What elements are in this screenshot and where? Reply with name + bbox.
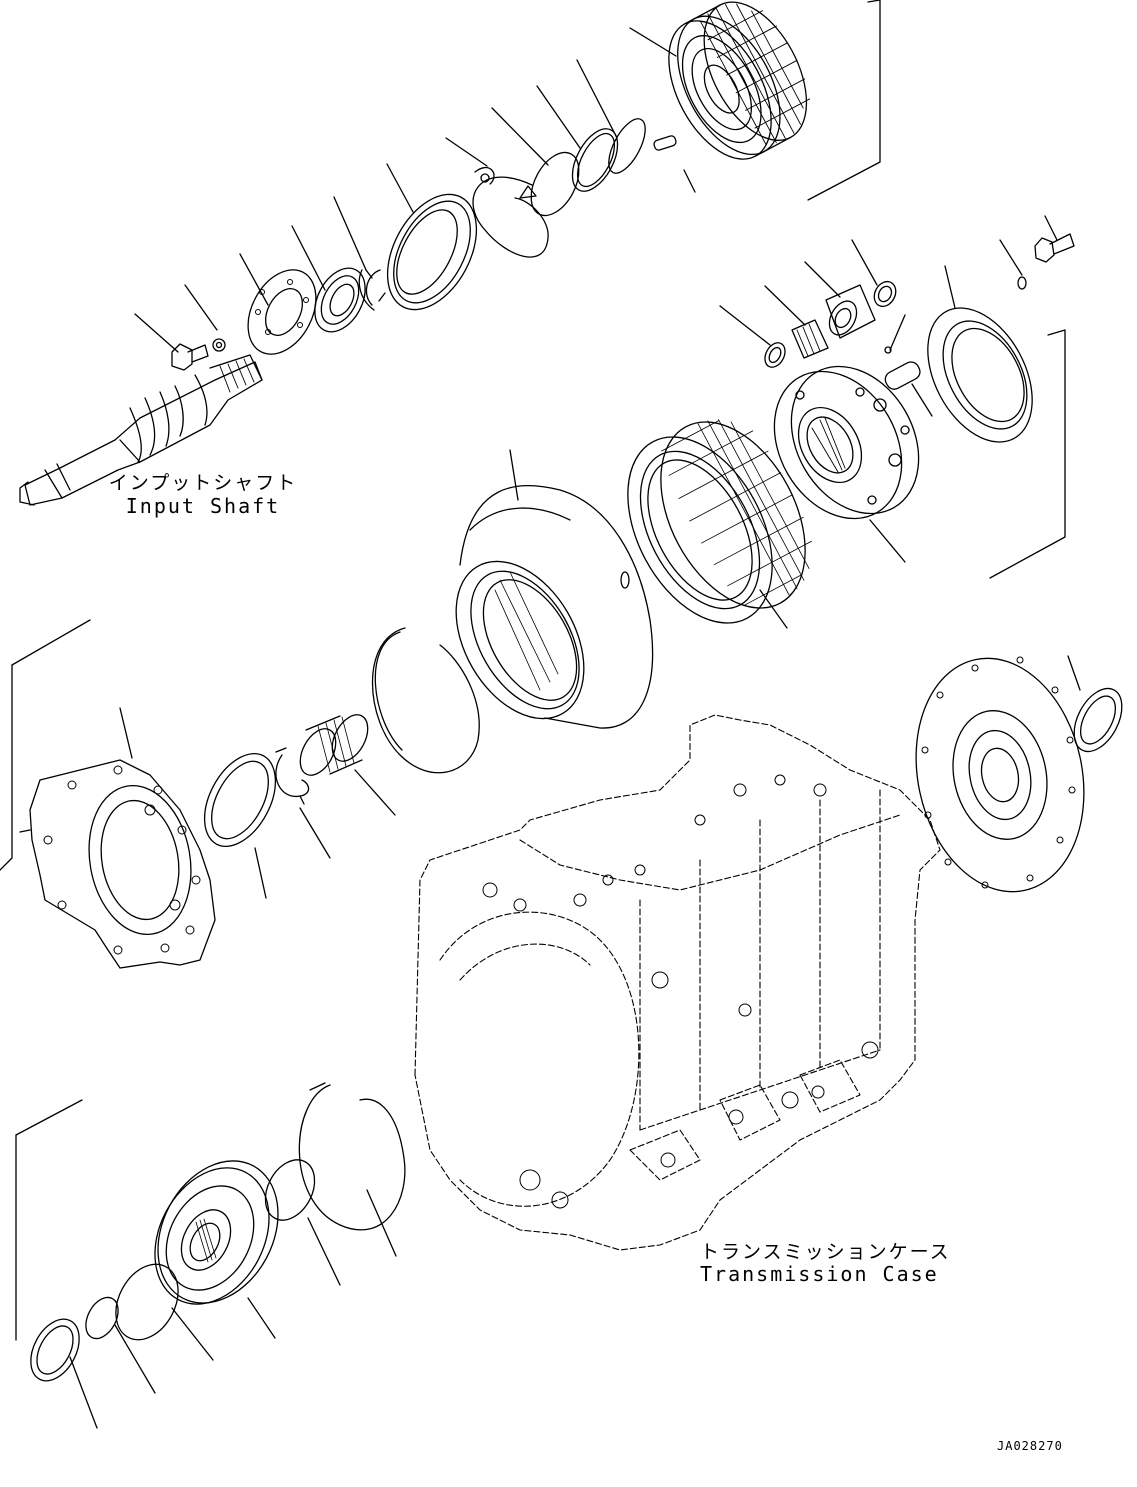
bottom-rings <box>21 1083 405 1389</box>
transmission-case-label-en: Transmission Case <box>700 1262 939 1286</box>
drawing-code: JA028270 <box>997 1439 1063 1453</box>
bolt-left <box>172 344 208 370</box>
ring-gear-middle <box>598 398 834 648</box>
top-rings <box>213 113 653 365</box>
oil-seal-left <box>190 742 290 858</box>
snap-ring-middle <box>373 628 480 773</box>
transmission-case <box>415 715 940 1250</box>
planetary-carrier <box>749 343 944 541</box>
left-cover <box>20 760 215 968</box>
group-brackets <box>0 0 1065 1340</box>
clutch-drum-bottom <box>132 1140 301 1324</box>
leader-lines <box>70 28 1080 1428</box>
clutch-housing <box>430 486 653 742</box>
input-shaft-label-en: Input Shaft <box>125 494 281 518</box>
case-bolt-holes <box>483 775 878 1208</box>
clutch-drum-top <box>648 0 828 176</box>
needle-bearing <box>293 709 375 781</box>
input-shaft-label-ja: インプットシャフト <box>108 472 298 494</box>
dowel-pin <box>653 135 677 151</box>
right-flange <box>895 643 1104 908</box>
transmission-case-label-ja: トランスミッションケース <box>700 1241 951 1263</box>
oil-seal-right <box>1064 681 1131 760</box>
snap-ring-small <box>276 748 309 804</box>
right-top-parts <box>761 234 1074 460</box>
input-shaft <box>20 355 262 505</box>
